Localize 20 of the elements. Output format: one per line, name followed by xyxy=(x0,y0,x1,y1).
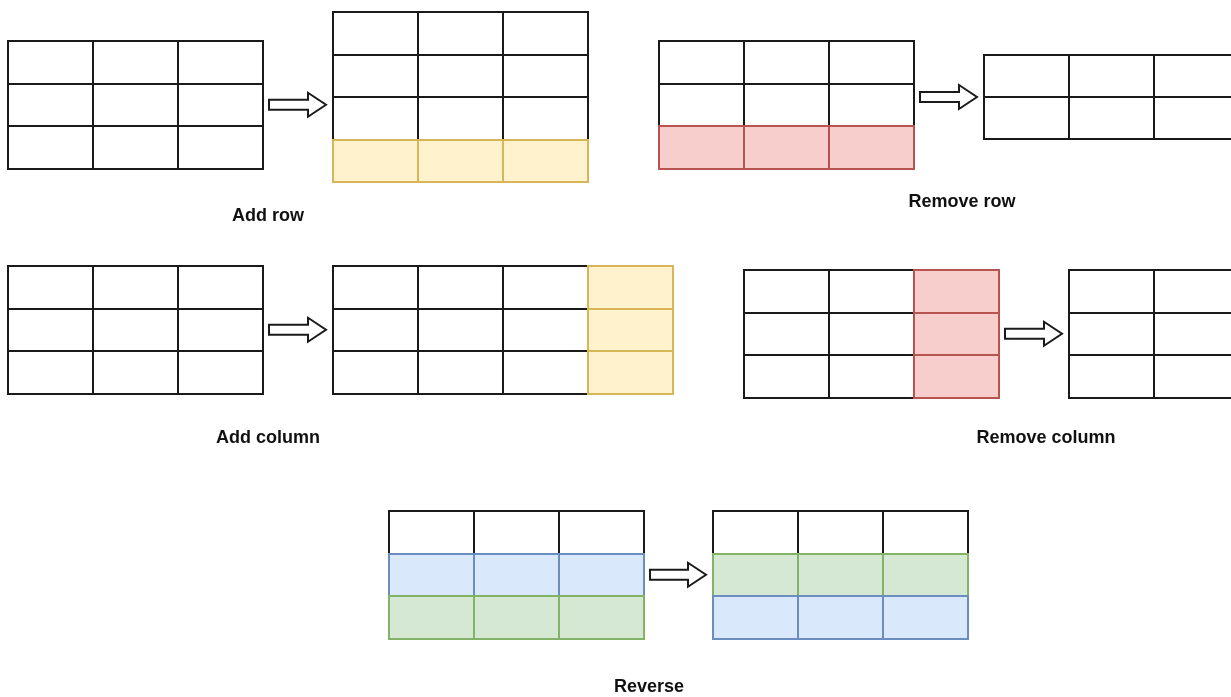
table-grid xyxy=(332,265,672,393)
table-grid xyxy=(7,40,262,168)
table-grid xyxy=(712,510,967,638)
table-grid xyxy=(983,54,1231,138)
table-grid xyxy=(658,40,913,168)
table-grid xyxy=(7,265,262,393)
operation-caption: Remove column xyxy=(976,427,1116,448)
block-arrow xyxy=(268,90,328,119)
table-grid xyxy=(1068,269,1231,397)
table-grid xyxy=(743,269,998,397)
block-arrow xyxy=(268,315,328,344)
operation-caption: Reverse xyxy=(613,676,685,697)
table-grid xyxy=(388,510,643,638)
block-arrow xyxy=(649,560,708,589)
operation-caption: Remove row xyxy=(908,191,1016,212)
block-arrow xyxy=(1004,319,1064,348)
table-grid xyxy=(332,11,587,181)
block-arrow xyxy=(919,83,979,111)
operation-caption: Add column xyxy=(216,427,320,448)
operation-caption: Add row xyxy=(232,205,304,226)
